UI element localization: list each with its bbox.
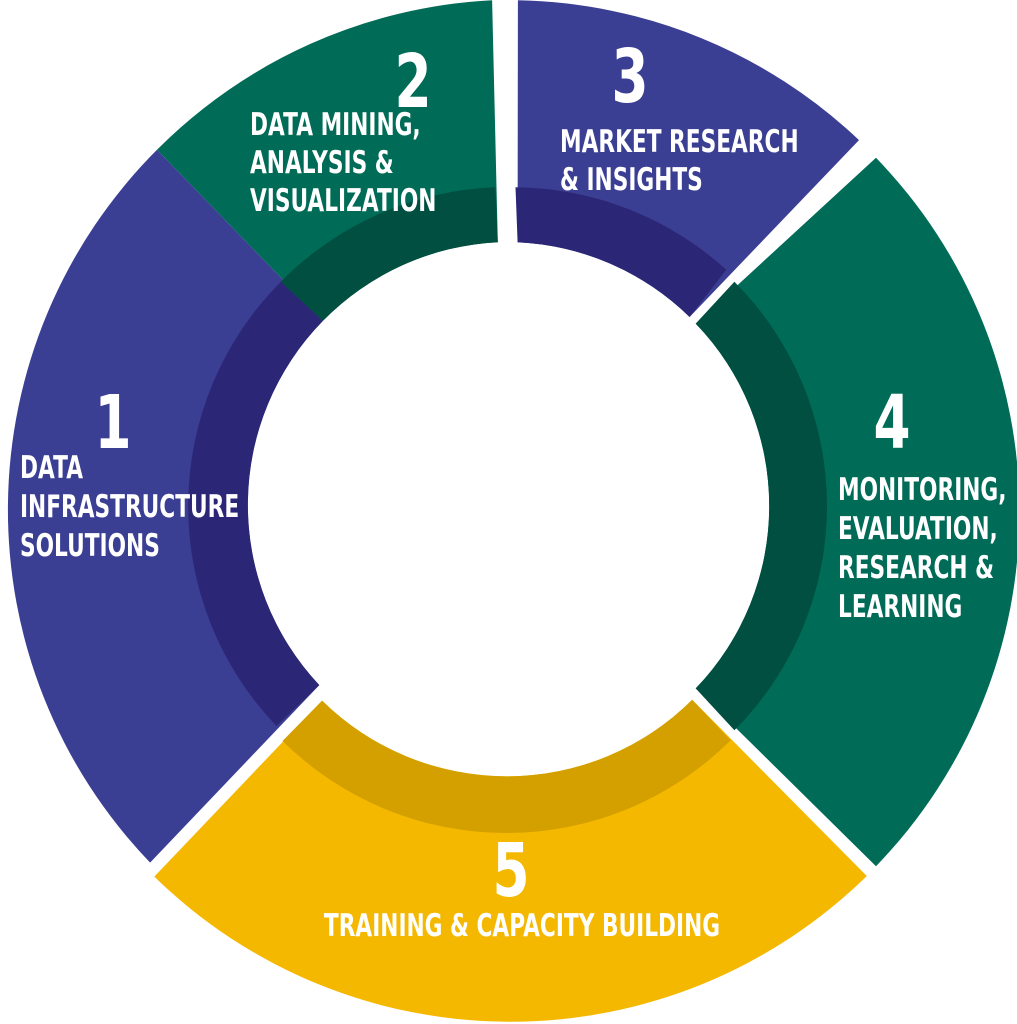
segment-1-arrow [258, 495, 282, 533]
segment-5-line-1: TRAINING & CAPACITY BUILDING [324, 908, 720, 944]
segment-5-arrow [490, 732, 524, 766]
segment-5-number: 5 [492, 828, 529, 914]
segment-1: 1 DATA INFRASTRUCTURE SOLUTIONS [7, 149, 323, 863]
segment-1-number: 1 [94, 380, 131, 466]
segment-2-line-1: DATA MINING, [250, 107, 421, 143]
segment-4-line-1: MONITORING, [838, 472, 1006, 508]
segment-5: 5 TRAINING & CAPACITY BUILDING [154, 699, 867, 1022]
segment-4-line-4: LEARNING [838, 589, 962, 625]
segment-3-line-1: MARKET RESEARCH [560, 124, 799, 160]
segment-1-inner-band [188, 281, 323, 727]
segment-1-line-1: DATA [20, 450, 83, 486]
segment-3-inner-band [515, 187, 727, 317]
segment-3-arrow [585, 262, 617, 298]
segment-1-line-2: INFRASTRUCTURE [20, 489, 239, 525]
segment-2-line-3: VISUALIZATION [250, 183, 436, 219]
segment-5-inner-band [282, 699, 731, 834]
segment-1-line-3: SOLUTIONS [20, 528, 160, 564]
segment-3-line-2: & INSIGHTS [560, 162, 703, 198]
segment-2-line-2: ANALYSIS & [250, 145, 394, 181]
segment-4-line-2: EVALUATION, [838, 511, 998, 547]
segment-2: 2 DATA MINING, ANALYSIS & VISUALIZATION [157, 0, 498, 321]
segment-2-arrow [398, 262, 430, 298]
segment-3-number: 3 [611, 34, 648, 120]
segment-4-arrow [737, 488, 763, 528]
segment-2-number: 2 [394, 39, 431, 125]
segment-4-line-3: RESEARCH & [838, 550, 994, 586]
segment-4-inner-band [695, 281, 827, 731]
segment-4-number: 4 [873, 380, 910, 466]
segment-2-inner-band [280, 187, 498, 321]
segment-4: 4 MONITORING, EVALUATION, RESEARCH & LEA… [695, 157, 1017, 867]
segment-3: 3 MARKET RESEARCH & INSIGHTS [515, 0, 859, 318]
